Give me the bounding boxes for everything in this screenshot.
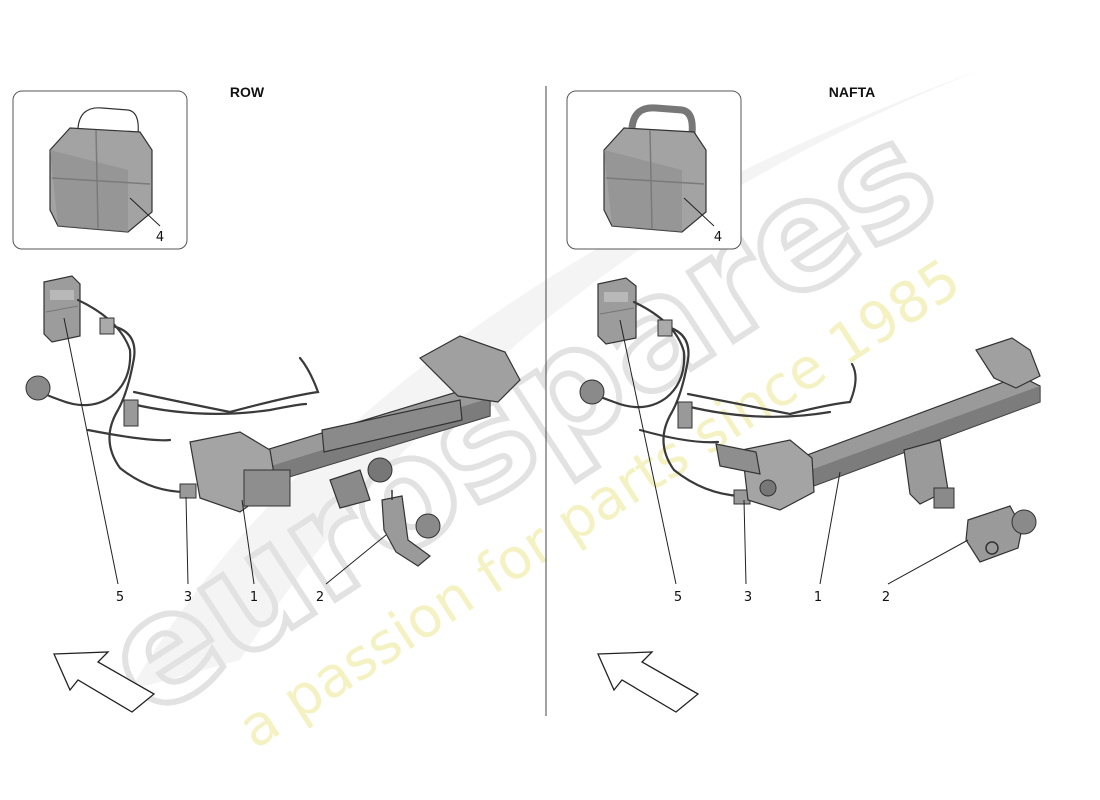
wiring-harness-nafta [579,300,857,505]
control-unit-row [43,275,81,343]
callout-2-row: 2 [316,590,324,605]
direction-arrow-icon [53,651,156,713]
tow-ball-row [381,490,441,567]
panel-title-row: ROW [230,84,265,100]
watermark-swoosh [130,70,980,690]
callout-4-nafta: 4 [714,230,722,245]
storage-bag-nafta [603,104,707,233]
direction-arrow-icon [597,651,700,713]
callout-1-nafta: 1 [814,590,822,605]
control-unit-nafta [597,277,637,345]
watermark: eurospares a passion for parts since 198… [72,70,980,762]
panel-row: 4 [12,90,521,713]
callout-5-nafta: 5 [674,590,682,605]
wiring-harness-row [25,298,320,499]
crossbar-nafta [715,337,1041,511]
callout-2-nafta: 2 [882,590,890,605]
callout-3-row: 3 [184,590,192,605]
receiver-hitch-nafta [965,505,1037,563]
callout-4-row: 4 [156,230,164,245]
crossbar-row [189,335,521,513]
storage-bag-row [49,107,153,233]
panel-nafta: 4 [566,90,1041,713]
watermark-brand: eurospares [75,88,965,750]
callout-5-row: 5 [116,590,124,605]
panel-title-nafta: NAFTA [829,84,875,100]
callout-3-nafta: 3 [744,590,752,605]
callout-1-row: 1 [250,590,258,605]
